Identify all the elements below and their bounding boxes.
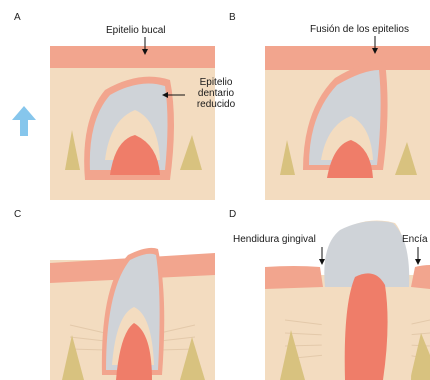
panel-letter: B (229, 12, 236, 23)
label-gingival-sulcus: Hendidura gingival (233, 234, 316, 245)
panel-b: B Fusión de los epitelios (225, 10, 430, 200)
pointer-arrowhead (319, 259, 325, 265)
panel-letter: A (14, 12, 21, 23)
up-arrow-icon (12, 106, 36, 136)
tooth-diagram-d (225, 205, 430, 380)
label-epithelial-fusion: Fusión de los epitelios (310, 24, 409, 35)
oral-epithelium-band (265, 46, 430, 70)
tooth-diagram-b (225, 10, 430, 200)
panel-c: C (10, 205, 215, 380)
panel-d: D Hendidura gingival Encía (225, 205, 430, 380)
panel-letter: D (229, 209, 236, 220)
oral-epithelium-band (50, 46, 215, 68)
pointer-arrowhead (415, 259, 421, 265)
tooth-diagram-c (10, 205, 215, 380)
label-reduced-enamel-epithelium: Epitelio dentario reducido (186, 77, 246, 110)
label-gingiva: Encía (402, 234, 430, 245)
label-oral-epithelium: Epitelio bucal (106, 25, 165, 36)
panel-a: A Epitelio bucal Epitelio dentario reduc… (10, 10, 215, 200)
panel-letter: C (14, 209, 21, 220)
gingiva-right (411, 265, 430, 289)
pulp (345, 273, 388, 380)
tooth-diagram-a (10, 10, 215, 200)
gingiva-left (265, 266, 323, 289)
